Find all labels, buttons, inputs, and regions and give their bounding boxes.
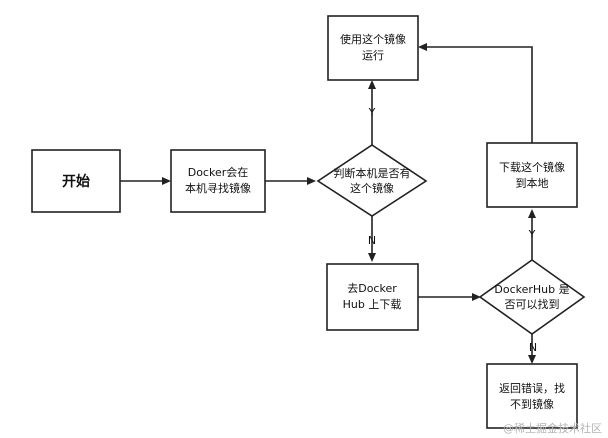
node-check-local-line1: 判断本机是否有 [334,166,411,180]
node-error-line1: 返回错误，找 [499,381,565,395]
arrowhead [472,293,481,301]
arrowhead [528,355,536,364]
edge-label-local-no: N [368,234,376,247]
watermark-text: @稀土掘金技术社区 [503,421,602,435]
edge-download-to-run [426,46,533,143]
edge-label-hub-yes: Y [528,228,536,241]
node-error [486,363,578,429]
arrowhead [368,80,376,89]
node-check-hub-line2: 否可以找到 [505,297,560,311]
node-run-image [327,15,419,81]
node-start-label: 开始 [62,173,90,190]
node-search-local [170,149,266,213]
node-check-local-line2: 这个镜像 [350,181,394,195]
node-error-line2: 不到镜像 [510,397,554,411]
node-search-local-line2: 本机寻找镜像 [185,181,251,195]
node-run-image-line1: 使用这个镜像 [340,32,406,46]
node-go-dockerhub-line2: Hub 上下载 [343,298,402,311]
node-go-dockerhub-line1: 去Docker [347,282,397,295]
node-check-hub [478,259,586,335]
arrowhead [528,209,536,218]
arrowhead [418,43,427,51]
arrowhead [307,177,316,185]
edge-label-local-yes: Y [368,106,376,119]
arrowhead [368,253,376,262]
node-start [31,149,121,213]
node-download-local [486,142,578,208]
node-download-local-line1: 下载这个镜像 [499,160,565,174]
edge-label-hub-no: N [529,341,537,354]
node-search-local-line1: Docker会在 [188,166,249,179]
node-go-dockerhub [326,263,419,331]
arrowhead [162,177,171,185]
node-run-image-line2: 运行 [362,49,384,62]
node-check-hub-line1: DockerHub 是 [494,283,569,296]
node-check-local [316,144,428,217]
node-download-local-line2: 到本地 [516,176,549,190]
